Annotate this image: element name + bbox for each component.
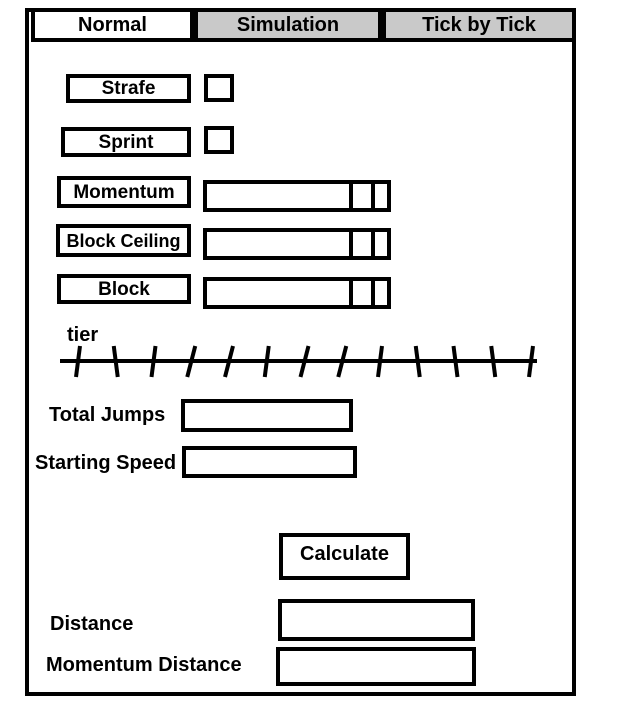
tab-tick-by-tick[interactable]: Tick by Tick xyxy=(382,8,576,42)
block-ceiling-slider-handle[interactable] xyxy=(349,228,375,260)
sprint-label: Sprint xyxy=(61,127,191,157)
momentum-distance-label: Momentum Distance xyxy=(46,654,242,676)
block-ceiling-label: Block Ceiling xyxy=(56,224,191,257)
starting-speed-label: Starting Speed xyxy=(35,452,177,474)
momentum-slider-handle[interactable] xyxy=(349,180,375,212)
block-slider[interactable] xyxy=(203,277,391,309)
tier-scale[interactable] xyxy=(0,0,643,400)
tab-simulation[interactable]: Simulation xyxy=(194,8,382,42)
momentum-distance-output xyxy=(276,647,476,686)
calculate-button[interactable]: Calculate xyxy=(279,533,410,580)
block-label: Block xyxy=(57,274,191,304)
tier-tick xyxy=(527,345,535,378)
momentum-slider[interactable] xyxy=(203,180,391,212)
tab-normal[interactable]: Normal xyxy=(31,8,194,42)
tier-ticks xyxy=(74,345,535,378)
tier-tick xyxy=(489,345,498,378)
tier-tick xyxy=(185,345,198,378)
sprint-checkbox[interactable] xyxy=(204,126,234,154)
block-ceiling-slider[interactable] xyxy=(203,228,391,260)
tier-label: tier xyxy=(67,324,99,346)
tier-tick xyxy=(149,345,158,378)
strafe-label: Strafe xyxy=(66,74,191,103)
tier-tick xyxy=(451,345,460,378)
tier-tick xyxy=(262,345,271,378)
momentum-label: Momentum xyxy=(57,176,191,208)
tier-tick xyxy=(376,345,384,378)
tier-tick xyxy=(74,345,82,378)
block-slider-handle[interactable] xyxy=(349,277,375,309)
total-jumps-label: Total Jumps xyxy=(49,404,166,426)
distance-output xyxy=(278,599,475,641)
tier-tick xyxy=(298,345,311,378)
starting-speed-input[interactable] xyxy=(182,446,357,478)
strafe-checkbox[interactable] xyxy=(204,74,234,102)
tier-tick xyxy=(111,345,120,378)
tier-tick xyxy=(223,345,235,378)
tier-tick xyxy=(336,345,349,378)
tier-tick xyxy=(413,345,422,378)
distance-label: Distance xyxy=(50,613,134,635)
total-jumps-input[interactable] xyxy=(181,399,353,432)
